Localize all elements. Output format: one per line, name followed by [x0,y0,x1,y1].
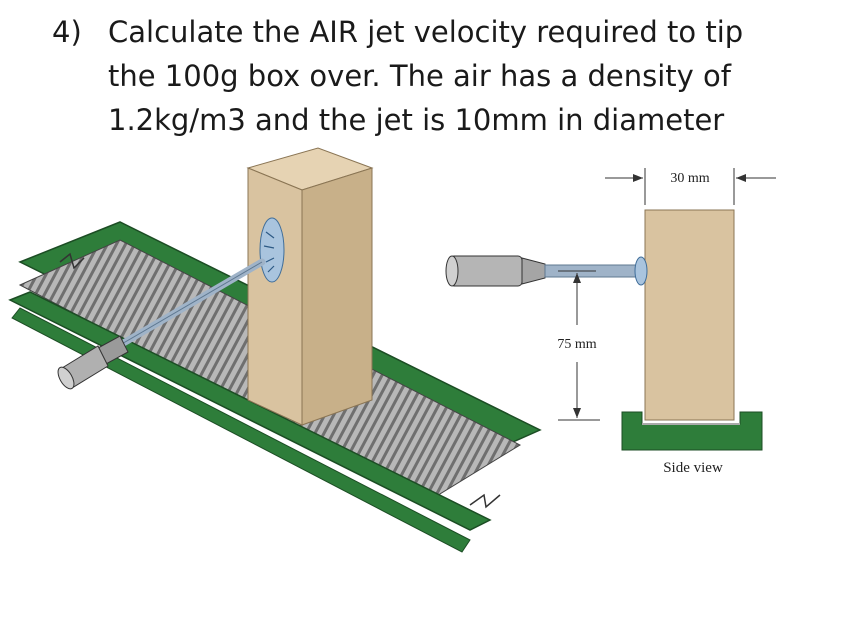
question-line-1: Calculate the AIR jet velocity required … [108,15,744,49]
box-side-view [644,209,735,421]
width-dimension-label: 30 mm [670,171,709,186]
side-view-caption: Side view [663,460,723,476]
question-text: Calculate the AIR jet velocity required … [108,10,828,142]
question-number: 4) [52,15,82,49]
side-view: 30 mm 75 mm Side view [445,168,776,476]
height-dimension-label: 75 mm [557,337,596,352]
box-side-face [301,167,373,426]
jet-impact-splash [259,217,285,283]
air-nozzle-3d [57,258,266,390]
nozzle-taper [521,257,546,285]
question-line-3: 1.2kg/m3 and the jet is 10mm in diameter [108,103,725,137]
conveyor-rail-front [8,291,492,531]
base-channel [621,411,763,451]
nozzle-body-side [449,255,523,287]
question-line-2: the 100g box over. The air has a density… [108,59,731,93]
box-3d [246,147,374,426]
box-front-face [247,167,303,426]
